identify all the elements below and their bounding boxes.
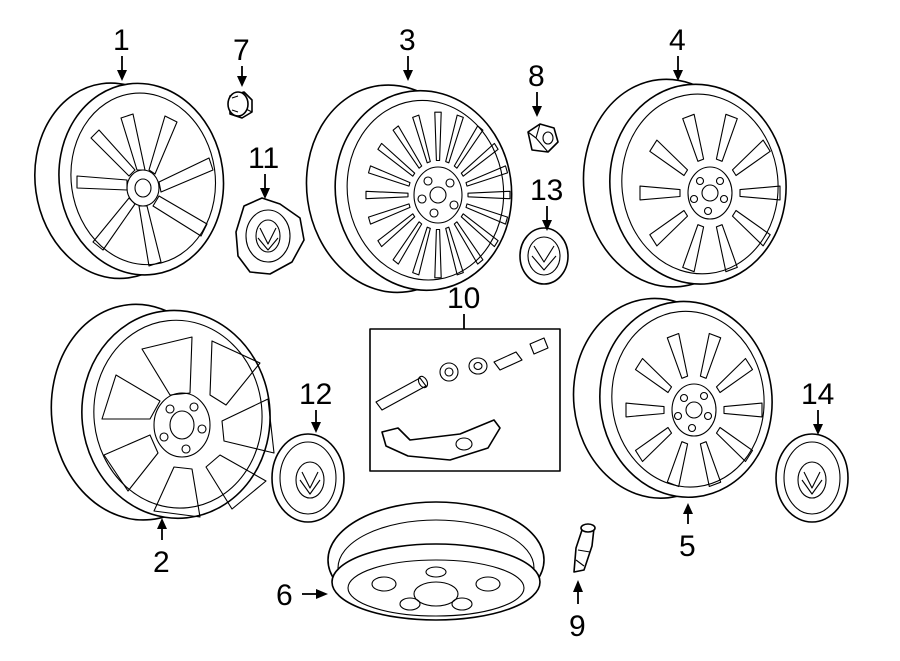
callout-2: 2	[153, 546, 170, 579]
wheel-6-icon	[327, 501, 545, 621]
callout-9: 9	[569, 610, 586, 643]
center-cap-13-icon	[519, 227, 569, 285]
wheel-3-icon	[305, 84, 513, 294]
callout-13: 13	[530, 174, 563, 207]
callout-8: 8	[528, 60, 545, 93]
center-cap-11-icon	[235, 197, 305, 275]
callout-11: 11	[248, 142, 279, 175]
callout-10: 10	[447, 282, 480, 315]
lug-nut-7-icon	[227, 91, 253, 119]
center-cap-12-icon	[271, 433, 345, 523]
tpms-kit-10-icon	[369, 328, 561, 472]
center-cap-14-icon	[775, 433, 849, 523]
callout-1: 1	[113, 24, 130, 57]
callout-4: 4	[669, 24, 686, 57]
callout-leaders	[117, 56, 823, 604]
callout-7: 7	[233, 34, 250, 67]
callout-12: 12	[299, 378, 332, 411]
wheel-5-icon	[572, 297, 773, 499]
callout-numbers: 1 7 3 8 4 11 13 10 12 14 2 5 6 9	[113, 24, 834, 643]
wheel-4-icon	[582, 78, 787, 288]
valve-stem-9-icon	[573, 523, 596, 573]
callout-5: 5	[679, 530, 696, 563]
callout-3: 3	[399, 24, 416, 57]
callout-6: 6	[276, 579, 293, 612]
wheel-1-icon	[34, 82, 225, 280]
wheel-2-icon	[50, 303, 275, 521]
lock-nut-8-icon	[527, 123, 559, 153]
callout-14: 14	[801, 378, 834, 411]
